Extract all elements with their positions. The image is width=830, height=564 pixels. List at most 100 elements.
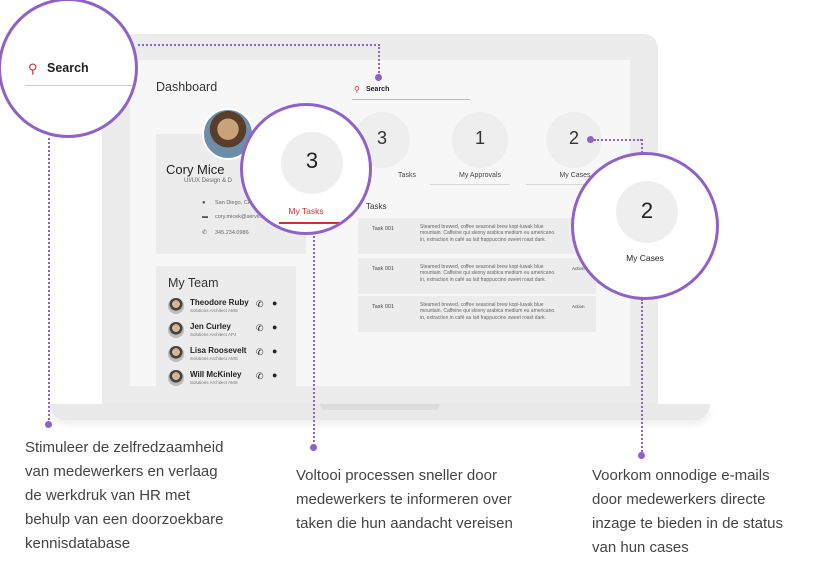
member-name: Lisa Roosevelt	[190, 346, 247, 355]
phone-row[interactable]: ✆ 345.234.0986	[202, 229, 249, 236]
task-id: Task 001	[372, 304, 395, 310]
avatar	[168, 370, 184, 386]
chat-icon[interactable]: ●	[272, 322, 278, 332]
member-role: Solutions Architect AMS	[190, 380, 238, 385]
task-action[interactable]: Action	[572, 266, 585, 271]
member-role: Solutions Architect AMS	[190, 308, 238, 313]
caption-line: de werkdruk van HR met	[25, 487, 191, 504]
member-role: Solutions Architect APJ	[190, 332, 237, 337]
connector-line	[641, 299, 643, 455]
task-action[interactable]: Action	[572, 304, 585, 309]
member-name: Jen Curley	[190, 322, 231, 331]
table-row[interactable]: Task 001 Steamed brewed, coffee seasonal…	[358, 258, 596, 294]
laptop-screen: Dashboard ● San Diego, CA ▬ cory.micek@ser…	[130, 60, 630, 386]
stat-count: 3	[376, 128, 387, 148]
caption-line: kennisdatabase	[25, 535, 131, 552]
tasks-heading: Tasks	[366, 202, 387, 211]
profile-phone[interactable]: 345.234.0986	[215, 230, 249, 236]
cases-label[interactable]: My Cases	[626, 253, 664, 263]
location-pin-icon: ●	[202, 200, 206, 206]
chat-icon[interactable]: ●	[272, 346, 278, 356]
table-row[interactable]: Task 001 Steamed brewed, coffee seasonal…	[358, 296, 596, 332]
email-row[interactable]: ▬ cory.micek@servicenc	[202, 214, 270, 220]
caption-right: Voorkom onnodige e-mails door medewerker…	[592, 464, 828, 560]
laptop-base	[50, 404, 710, 420]
caption-left: Stimuleer de zelfredzaamheid van medewer…	[25, 436, 295, 556]
chat-icon[interactable]: ●	[272, 298, 278, 308]
connector-dot	[45, 421, 52, 428]
caption-line: van medewerkers en verlaag	[25, 463, 218, 480]
avatar	[168, 322, 184, 338]
cases-magnifier: 2 My Cases	[571, 152, 719, 300]
member-role: Solutions Architect AMS	[190, 356, 238, 361]
tasks-count: 3	[305, 148, 319, 173]
team-member[interactable]: Theodore Ruby Solutions Architect AMS ✆ …	[168, 296, 292, 318]
chat-icon[interactable]: ●	[272, 370, 278, 380]
caption-line: medewerkers te informeren over	[296, 491, 512, 508]
cases-count: 2	[640, 198, 654, 223]
search-underline	[25, 85, 135, 86]
connector-dot	[587, 136, 594, 143]
tasks-count-circle[interactable]: 3	[281, 132, 343, 194]
connector-line	[594, 139, 642, 141]
tasks-magnifier: 3 My Tasks	[240, 103, 372, 235]
search-input[interactable]: ⚲ Search	[352, 82, 470, 100]
divider	[430, 184, 510, 185]
stat-approvals[interactable]: 1	[452, 112, 508, 168]
team-card: My Team Theodore Ruby Solutions Architec…	[156, 266, 296, 386]
member-name: Theodore Ruby	[190, 298, 249, 307]
profile-location: San Diego, CA	[215, 200, 252, 206]
tasks-label[interactable]: My Tasks	[288, 206, 324, 216]
connector-line	[641, 139, 643, 153]
connector-dot	[310, 444, 317, 451]
phone-icon: ✆	[202, 230, 208, 236]
profile-email[interactable]: cory.micek@servicenc	[215, 214, 270, 220]
member-name: Will McKinley	[190, 370, 242, 379]
connector-line	[138, 44, 380, 46]
search-icon: ⚲	[28, 61, 38, 76]
task-id: Task 001	[372, 266, 395, 272]
search-label: Search	[366, 86, 390, 93]
laptop-notch	[320, 404, 440, 410]
connector-line	[48, 138, 50, 424]
profile-role: UI/UX Design & D	[184, 178, 233, 184]
team-member[interactable]: Will McKinley Solutions Architect AMS ✆ …	[168, 368, 292, 386]
task-description: Steamed brewed, coffee seasonal brew kop…	[420, 302, 556, 321]
phone-icon[interactable]: ✆	[256, 347, 264, 357]
caption-line: taken die hun aandacht vereisen	[296, 515, 513, 532]
active-tab-underline	[279, 222, 347, 224]
connector-dot	[638, 452, 645, 459]
caption-line: Stimuleer de zelfredzaamheid	[25, 439, 224, 456]
stat-count: 1	[474, 128, 485, 148]
search-magnifier: ⚲ Search	[0, 0, 138, 138]
phone-icon[interactable]: ✆	[256, 323, 264, 333]
avatar	[168, 346, 184, 362]
team-member[interactable]: Jen Curley Solutions Architect APJ ✆ ●	[168, 320, 292, 342]
connector-dot	[375, 74, 382, 81]
caption-line: door medewerkers directe	[592, 491, 766, 508]
mail-icon: ▬	[202, 214, 208, 220]
caption-line: inzage te bieden in de status	[592, 515, 783, 532]
divider	[526, 184, 606, 185]
caption-middle: Voltooi processen sneller door medewerke…	[296, 464, 566, 536]
caption-line: Voorkom onnodige e-mails	[592, 467, 770, 484]
task-description: Steamed brewed, coffee seasonal brew kop…	[420, 264, 556, 283]
profile-name: Cory Mice	[166, 162, 225, 177]
dashboard-title: Dashboard	[156, 80, 218, 94]
task-description: Steamed brewed, coffee seasonal brew kop…	[420, 224, 556, 243]
cases-count-circle[interactable]: 2	[616, 181, 678, 243]
search-icon: ⚲	[354, 85, 360, 94]
stat-label[interactable]: My Cases	[559, 172, 591, 179]
caption-line: Voltooi processen sneller door	[296, 467, 497, 484]
stat-label[interactable]: My Approvals	[458, 172, 502, 179]
phone-icon[interactable]: ✆	[256, 299, 264, 309]
magnifier-search-label[interactable]: Search	[47, 61, 89, 75]
stat-label[interactable]: Tasks	[398, 172, 416, 179]
location-row: ● San Diego, CA	[202, 200, 251, 206]
team-member[interactable]: Lisa Roosevelt Solutions Architect AMS ✆…	[168, 344, 292, 366]
connector-line	[313, 236, 315, 446]
avatar	[168, 298, 184, 314]
phone-icon[interactable]: ✆	[256, 371, 264, 381]
table-row[interactable]: Task 001 Steamed brewed, coffee seasonal…	[358, 218, 596, 254]
stat-count: 2	[568, 128, 579, 148]
